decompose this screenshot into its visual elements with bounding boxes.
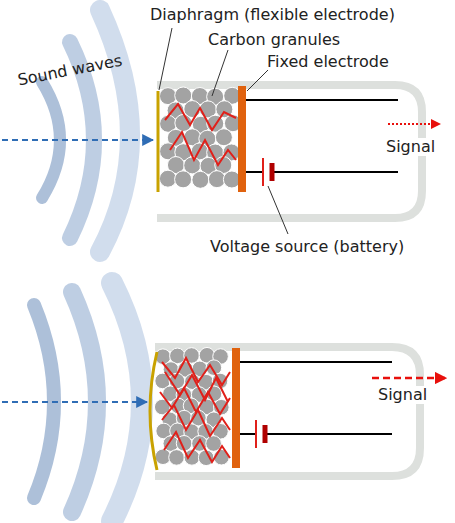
- wire: [246, 99, 398, 101]
- current-path: [164, 432, 230, 462]
- leader-line: [159, 28, 172, 90]
- battery-symbol: [270, 163, 275, 181]
- part-label: Diaphragm (flexible electrode): [148, 6, 397, 24]
- current-path: [165, 372, 228, 402]
- current-path: [162, 405, 230, 436]
- part-label: Fixed electrode: [265, 53, 391, 71]
- signal-label: Signal: [384, 138, 437, 156]
- sound-waves: [42, 10, 130, 252]
- diaphragm: [150, 352, 157, 470]
- carbon-granule: [169, 450, 185, 466]
- carbon-granule: [159, 170, 176, 187]
- carbon-granules: [154, 347, 229, 465]
- wire: [246, 171, 262, 173]
- leader-line: [212, 50, 228, 96]
- sound-direction-arrow: [2, 139, 153, 141]
- signal-label: Signal: [376, 386, 429, 404]
- wire: [240, 433, 255, 435]
- housing: [157, 85, 422, 218]
- wire: [240, 361, 392, 363]
- fixed-electrode: [238, 86, 246, 192]
- carbon-granule: [175, 171, 192, 188]
- battery-symbol: [262, 158, 264, 186]
- part-label: Voltage source (battery): [208, 238, 406, 256]
- current-path: [165, 104, 236, 130]
- fixed-electrode: [232, 348, 240, 468]
- carbon-granule: [208, 171, 225, 188]
- wire: [267, 433, 392, 435]
- current-path: [170, 132, 236, 165]
- sound-direction-arrow: [2, 401, 147, 403]
- battery-symbol: [263, 425, 268, 443]
- carbon-granules: [159, 87, 241, 188]
- carbon-granule: [223, 171, 240, 188]
- housing: [155, 347, 420, 476]
- signal-arrow: [388, 123, 440, 125]
- carbon-granule: [192, 171, 209, 188]
- signal-arrow: [372, 377, 446, 380]
- battery-symbol: [255, 420, 257, 448]
- carbon-granule: [215, 129, 232, 146]
- part-label: Carbon granules: [206, 31, 342, 49]
- wire: [274, 171, 398, 173]
- leader-line: [247, 70, 268, 91]
- diaphragm: [157, 91, 160, 192]
- leader-line: [268, 186, 288, 234]
- carbon-granule: [184, 348, 200, 364]
